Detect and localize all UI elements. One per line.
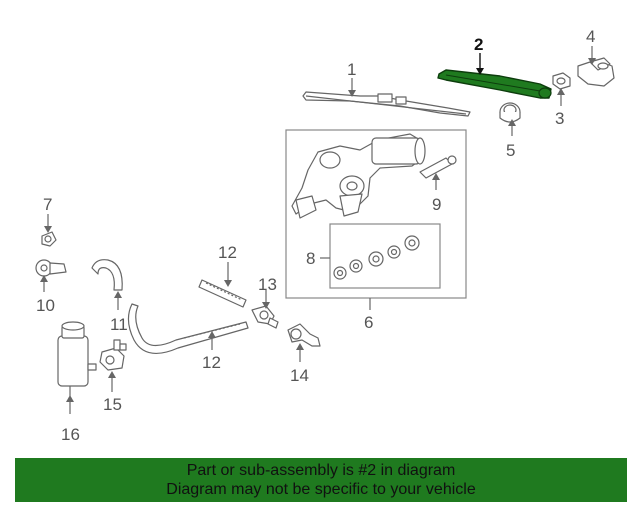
callout-14: 14 [290,366,309,385]
callout-3: 3 [555,109,564,128]
part-10-nozzle[interactable] [35,259,67,277]
callout-9: 9 [432,195,441,214]
callout-4: 4 [586,27,595,46]
callout-8: 8 [306,249,315,268]
part-8-seal-kit[interactable] [329,223,441,289]
part-14-check-valve[interactable] [287,323,321,347]
callout-16: 16 [61,425,80,444]
callout-1: 1 [347,60,356,79]
part-5-grommet[interactable] [499,102,521,123]
callout-10: 10 [36,296,55,315]
callout-12a: 12 [218,243,237,262]
part-7-clip[interactable] [41,231,57,247]
callout-15: 15 [103,395,122,414]
part-6-motor-assembly[interactable] [285,129,467,299]
part-3-nut[interactable] [552,72,571,90]
callout-13: 13 [258,275,277,294]
info-banner: Part or sub-assembly is #2 in diagram Di… [15,458,627,502]
part-15-washer-pump[interactable] [99,339,127,371]
part-1-wiper-blade[interactable] [302,91,471,117]
banner-line-2: Diagram may not be specific to your vehi… [166,481,476,498]
callout-2: 2 [474,35,483,54]
callout-11: 11 [110,315,128,334]
part-9-bolt[interactable] [419,155,457,179]
part-2-wiper-arm[interactable] [437,69,552,99]
banner-line-1: Part or sub-assembly is #2 in diagram [186,462,456,479]
callout-7: 7 [43,195,52,214]
part-12-hose-upper[interactable] [198,279,247,308]
part-16-reservoir[interactable] [57,321,97,396]
part-13-connector[interactable] [251,305,279,329]
part-4-cap[interactable] [577,57,615,87]
callout-5: 5 [506,141,515,160]
callout-12b: 12 [202,353,221,372]
part-11-elbow-hose[interactable] [91,259,123,291]
callout-6: 6 [364,313,373,332]
part-12-hose-lower[interactable] [127,303,249,355]
